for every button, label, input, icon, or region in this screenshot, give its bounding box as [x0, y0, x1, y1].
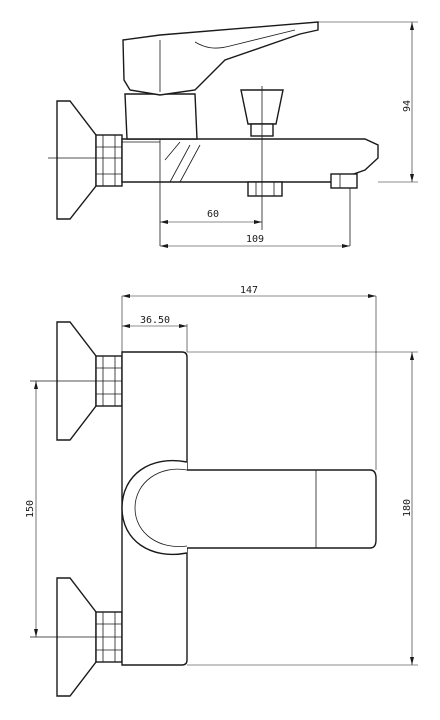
dim-label-109: 109	[246, 234, 264, 245]
dim-label-180: 180	[402, 499, 413, 517]
dim-label-60: 60	[207, 209, 219, 220]
dim-label-94: 94	[402, 100, 413, 112]
side-lower-outlet	[247, 181, 283, 197]
side-spout-aerator	[330, 173, 358, 189]
dim-label-36-50: 36.50	[140, 315, 170, 326]
side-lever-handle	[122, 21, 319, 96]
side-view: 94 60 109	[48, 21, 418, 248]
front-cartridge-housing	[121, 460, 188, 555]
dim-label-147: 147	[240, 285, 258, 296]
side-mixer-body	[124, 93, 198, 140]
front-spout	[187, 469, 377, 549]
side-hex-nut	[95, 134, 123, 187]
side-wall-flange	[56, 100, 97, 220]
dim-label-150: 150	[25, 500, 36, 518]
front-view: 147 36.50 150 180	[25, 285, 418, 697]
